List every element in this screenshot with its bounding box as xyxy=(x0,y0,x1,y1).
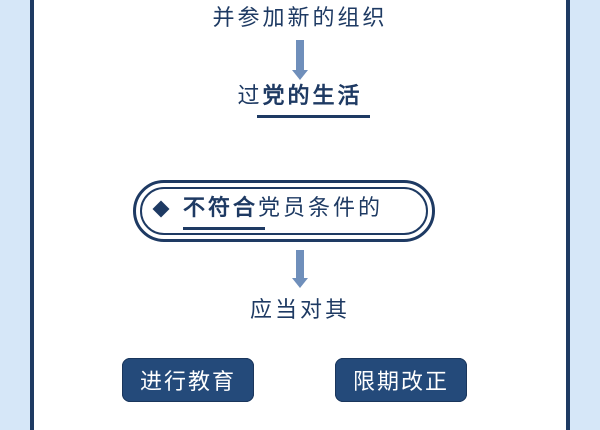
condition-emphasis: 不符合 xyxy=(183,196,259,221)
condition-underline xyxy=(183,227,265,230)
deal-with-text: 应当对其 xyxy=(249,298,350,323)
party-life-prefix: 过 xyxy=(237,84,263,109)
down-arrow-icon xyxy=(292,250,308,288)
condition-rest: 党员条件的 xyxy=(258,196,384,221)
party-life-text: 过党的生活 xyxy=(0,86,600,108)
educate-button[interactable]: 进行教育 xyxy=(122,358,254,402)
correct-deadline-button[interactable]: 限期改正 xyxy=(335,358,467,402)
down-arrow-icon xyxy=(292,40,308,80)
condition-text: 不符合党员条件的 xyxy=(183,198,383,220)
join-organization-text: 并参加新的组织 xyxy=(212,6,388,31)
party-life-emphasis: 党的生活 xyxy=(262,84,363,109)
party-life-underline xyxy=(257,115,370,118)
condition-pill xyxy=(133,180,435,242)
